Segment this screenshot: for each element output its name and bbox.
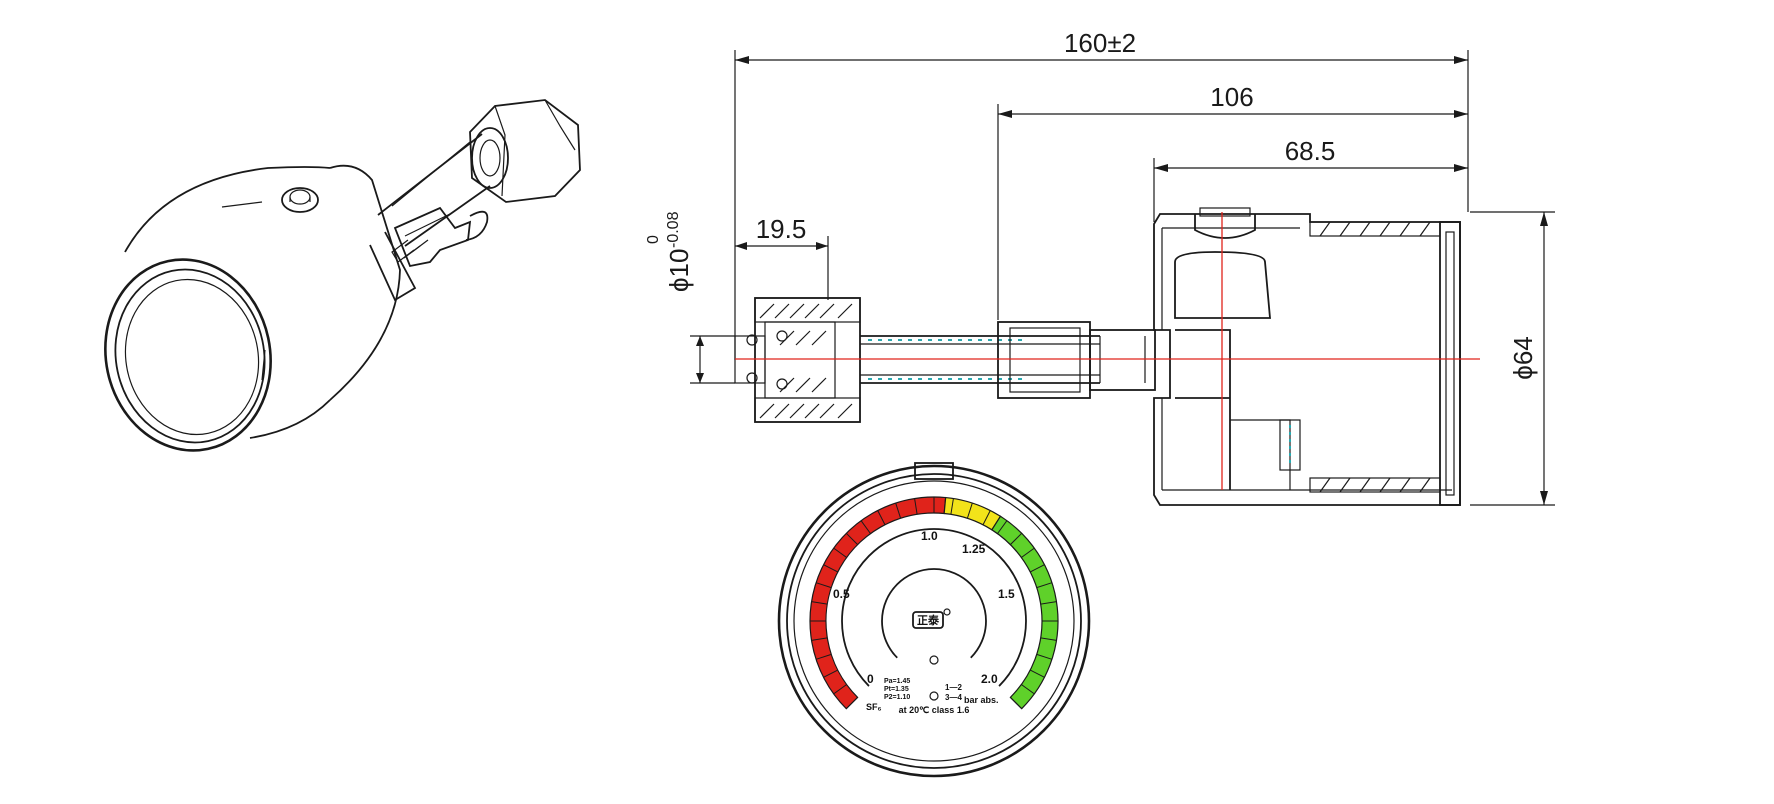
dim-phi-64: ϕ64 [1508,336,1538,379]
scale-label-1-0: 1.0 [921,529,938,543]
gauge-front-view: 0 0.5 1.0 1.25 1.5 2.0 正泰 Pa=1.45 Pt=1.3… [777,462,1091,778]
gauge-tick [811,601,828,605]
gauge-tick [1040,637,1057,641]
gauge-tick [815,653,832,660]
gauge-temperature-class: at 20℃ class 1.6 [899,705,970,715]
dim-tol-upper: 0 [645,235,662,244]
dim-overall-length: 160±2 [1064,28,1136,58]
scale-label-1-5: 1.5 [998,587,1015,601]
gauge-contacts-1: 1—2 [945,683,962,692]
gauge-tick [845,697,858,710]
dim-phi-10: ϕ10 [664,249,694,292]
section-view: 160±2 106 68.5 19.5 ϕ64 ϕ10 0 -0.08 [645,28,1555,506]
gauge-tick [895,502,902,519]
gauge-tick [1010,532,1023,545]
gauge-tick-marks [810,497,1058,710]
iso-tube [377,133,491,247]
dim-106: 106 [1210,82,1253,112]
isometric-view [104,99,581,452]
gauge-tick [833,684,847,695]
scale-label-0: 0 [867,672,874,686]
section-housing [1153,207,1461,506]
gauge-tick [1036,653,1053,660]
dim-68-5: 68.5 [1285,136,1336,166]
iso-gauge-body [104,164,401,452]
gauge-tick [1030,669,1045,678]
dimension-lines [690,50,1555,506]
gauge-tick [877,510,886,525]
section-hex-nut [734,297,861,423]
gauge-tick [950,498,954,515]
scale-label-0-5: 0.5 [833,587,850,601]
gauge-tick [1040,601,1057,605]
gauge-tick [914,498,918,515]
gauge-pressure-2: Pt=1.35 [884,686,909,693]
gauge-tick [823,669,838,678]
iso-fitting [369,206,489,302]
gauge-tick [1036,582,1053,589]
dim-19-5: 19.5 [756,214,807,244]
gauge-logo: 正泰 [917,613,940,627]
gauge-color-arc [809,496,1059,710]
gauge-tick [860,520,871,534]
gauge-tick [1010,697,1023,710]
gauge-contacts-2: 3—4 [945,693,962,702]
section-tube [860,321,1156,399]
dim-tol-lower: -0.08 [665,211,682,248]
scale-label-1-25: 1.25 [962,542,986,556]
dim-phi-10-group: ϕ10 0 -0.08 [645,211,694,292]
gauge-tick [1030,564,1045,573]
gauge-unit: bar abs. [964,695,999,705]
gauge-tick [811,637,828,641]
gauge-tick [815,582,832,589]
scale-label-2-0: 2.0 [981,672,998,686]
iso-hex-nut [469,99,581,203]
gauge-tick [833,547,847,558]
gauge-tick [823,564,838,573]
gauge-tick [982,510,991,525]
gauge-tick [845,532,858,545]
gauge-pressure-3: P2=1.10 [884,694,910,701]
gauge-gas: SF₆ [866,702,882,712]
centerlines [735,212,1480,490]
gauge-tick [1021,684,1035,695]
gauge-tick [966,502,973,519]
gauge-tick [997,520,1008,534]
gauge-tick [1021,547,1035,558]
gauge-pressure-1: Pa=1.45 [884,678,910,685]
